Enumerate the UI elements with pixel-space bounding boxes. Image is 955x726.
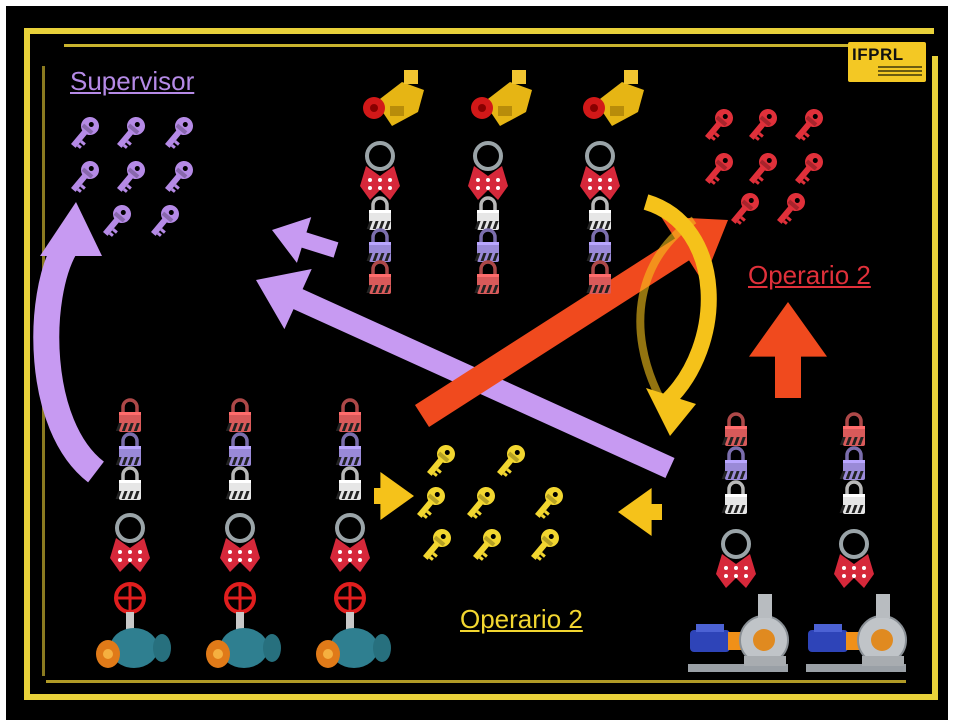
supervisor-key-6: [164, 161, 193, 193]
operario-top-label: Operario 2: [748, 260, 871, 290]
bottom-valve-2: [206, 582, 281, 668]
top-gate-valve-1: [363, 70, 424, 126]
supervisor-label: Supervisor: [70, 66, 195, 96]
yellow-arrow-right: [374, 472, 414, 520]
supervisor-key-8: [150, 205, 179, 237]
supervisor-key-3: [164, 117, 193, 149]
bottom-padlock-red-2: [225, 398, 251, 432]
frame-top-outer: [24, 28, 934, 34]
top-hasp-2: [468, 141, 508, 200]
operario-yellow-key-6: [422, 529, 451, 561]
frame-top-inner: [64, 44, 864, 47]
bottom-padlock-purple-2: [225, 432, 251, 466]
frame-right: [932, 56, 938, 696]
bottom-padlock-purple-1: [115, 432, 141, 466]
bottom-valve-3: [316, 582, 391, 668]
supervisor-key-5: [116, 161, 145, 193]
top-padlock-red-2: [474, 260, 499, 294]
purple-curved-arrow: [33, 202, 105, 483]
top-padlock-purple-1: [366, 228, 391, 262]
top-padlock-red-1: [366, 260, 391, 294]
logo-text: IFPRL: [852, 45, 904, 64]
top-gate-valve-3: [583, 70, 644, 126]
operario-red-key-6: [794, 153, 823, 185]
bottom-valve-1: [96, 582, 171, 668]
operario-yellow-key-7: [472, 529, 501, 561]
top-hasp-3: [580, 141, 620, 200]
top-hasp-1: [360, 141, 400, 200]
lockout-diagram: [33, 70, 907, 672]
top-padlock-white-2: [474, 196, 499, 230]
purple-arrow-short: [272, 217, 339, 263]
operario-bottom-label: Operario 2: [460, 604, 583, 634]
operario-yellow-key-5: [534, 487, 563, 519]
logo-subtext-lines: [878, 66, 922, 68]
top-padlock-purple-2: [474, 228, 499, 262]
pump-padlock-purple-2: [839, 446, 865, 480]
bottom-padlock-white-1: [115, 466, 141, 500]
pump-padlock-purple-1: [721, 446, 747, 480]
frame-bottom-inner: [46, 680, 906, 683]
top-padlock-red-3: [586, 260, 611, 294]
ifprl-logo: IFPRL: [848, 42, 926, 82]
bottom-hasp-1: [110, 513, 150, 572]
top-padlock-purple-3: [586, 228, 611, 262]
operario-yellow-key-4: [466, 487, 495, 519]
supervisor-key-7: [102, 205, 131, 237]
supervisor-key-4: [70, 161, 99, 193]
top-padlock-white-1: [366, 196, 391, 230]
top-padlock-white-3: [586, 196, 611, 230]
operario-yellow-key-8: [530, 529, 559, 561]
pump-1: [688, 594, 789, 672]
yellow-arrow-left: [618, 488, 662, 536]
operario-yellow-key-1: [426, 445, 455, 477]
operario-red-key-4: [704, 153, 733, 185]
pump-hasp-1: [716, 529, 756, 588]
operario-red-key-8: [776, 193, 805, 225]
pump-2: [806, 594, 907, 672]
bottom-hasp-2: [220, 513, 260, 572]
operario-red-key-7: [730, 193, 759, 225]
bottom-padlock-purple-3: [335, 432, 361, 466]
bottom-padlock-white-3: [335, 466, 361, 500]
pump-hasp-2: [834, 529, 874, 588]
top-gate-valve-2: [471, 70, 532, 126]
pump-padlock-red-2: [839, 412, 865, 446]
frame-left: [24, 28, 30, 700]
supervisor-key-1: [70, 117, 99, 149]
supervisor-key-2: [116, 117, 145, 149]
bottom-padlock-red-3: [335, 398, 361, 432]
operario-red-key-3: [794, 109, 823, 141]
slide: IFPRL Supervisor Operario 2 Operario 2: [6, 6, 948, 720]
pump-padlock-white-2: [839, 480, 865, 514]
operario-red-key-5: [748, 153, 777, 185]
operario-yellow-key-3: [416, 487, 445, 519]
bottom-hasp-3: [330, 513, 370, 572]
yellow-curved-arrow-up: [636, 216, 697, 404]
pump-padlock-white-1: [721, 480, 747, 514]
pump-padlock-red-1: [721, 412, 747, 446]
bottom-padlock-red-1: [115, 398, 141, 432]
operario-yellow-key-2: [496, 445, 525, 477]
frame-bottom-outer: [24, 694, 938, 700]
operario-red-key-2: [748, 109, 777, 141]
bottom-padlock-white-2: [225, 466, 251, 500]
red-arrow-up: [749, 302, 827, 398]
operario-red-key-1: [704, 109, 733, 141]
